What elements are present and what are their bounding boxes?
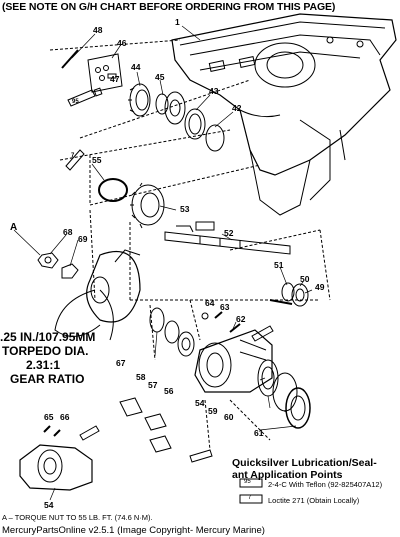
- part-43-cups: [184, 108, 206, 140]
- callout-65: 65: [44, 412, 54, 422]
- callout-62: 62: [236, 314, 246, 324]
- part-58-bearing: [164, 320, 195, 357]
- spec-line-2: TORPEDO DIA.: [2, 344, 89, 358]
- copyright-footer: MercuryPartsOnline v2.5.1 (Image Copyrig…: [2, 525, 265, 536]
- callout-57: 57: [148, 380, 158, 390]
- spec-line-3: 2.31:1: [26, 358, 61, 372]
- spec-line-1: .25 IN./107.95MM: [0, 330, 96, 344]
- part-55-oring: [65, 149, 128, 202]
- gear-housing: [171, 13, 397, 216]
- callout-47: 47: [110, 74, 120, 84]
- lube-mark-95: 95: [72, 99, 79, 105]
- lube-tube-3: [251, 325, 274, 342]
- callout-44: 44: [131, 62, 141, 72]
- lube-legend-icons: [239, 478, 263, 504]
- part-63-screw: [214, 311, 223, 319]
- callout-A: A: [10, 222, 18, 233]
- torque-note: A – TORQUE NUT TO 55 LB. FT. (74.6 N·M).: [2, 513, 153, 522]
- part-64-plug: [201, 312, 209, 320]
- lube-tube-2: [195, 221, 215, 231]
- callout-50: 50: [300, 274, 310, 284]
- part-53-gear: [130, 182, 165, 229]
- part-66-screw: [53, 429, 61, 437]
- legend-item-95: 2-4-C With Teflon (92-825407A12): [268, 480, 383, 489]
- clips-assembly: [119, 397, 172, 453]
- callout-46: 46: [117, 38, 127, 48]
- part-52-shaft: [164, 225, 291, 255]
- callout-45: 45: [155, 72, 165, 82]
- part-69-washer: [61, 263, 79, 279]
- callout-42: 42: [232, 103, 242, 113]
- spec-line-4: GEAR RATIO: [10, 372, 85, 386]
- lube-tube-4: [79, 425, 100, 441]
- callout-63: 63: [220, 302, 230, 312]
- assembly-lines: [49, 39, 331, 451]
- header-note: (SEE NOTE ON G/H CHART BEFORE ORDERING F…: [2, 1, 336, 13]
- part-49-washer: [269, 299, 293, 305]
- part-60-ring: [272, 372, 298, 412]
- callout-61: 61: [254, 428, 264, 438]
- part-46-kit: [87, 53, 123, 93]
- legend-code-95: 95: [244, 479, 251, 485]
- propeller: [54, 249, 141, 341]
- callout-51: 51: [274, 260, 284, 270]
- part-45-bearing: [155, 91, 186, 125]
- callout-54-lower: 54: [44, 500, 54, 510]
- callout-1: 1: [175, 17, 180, 27]
- callout-48: 48: [93, 25, 103, 35]
- callout-52: 52: [224, 228, 234, 238]
- legend-code-7: 7: [248, 495, 252, 501]
- callout-49: 49: [315, 282, 325, 292]
- part-65-screw: [43, 425, 51, 433]
- part-50-spring: [291, 283, 309, 307]
- lube-legend-title-2: ant Application Points: [232, 469, 343, 481]
- part-61-thrust-washer: [285, 387, 311, 429]
- part-54-anode-lower: [19, 444, 93, 491]
- lube-tube-5: [189, 449, 213, 463]
- callout-68: 68: [63, 227, 73, 237]
- part-44-gear: [128, 83, 151, 117]
- legend-item-7: Loctite 271 (Obtain Locally): [268, 496, 360, 505]
- lube-mark-7: 7: [71, 153, 75, 159]
- bearing-carrier: [194, 329, 273, 393]
- callout-58: 58: [136, 372, 146, 382]
- leader-lines: [13, 25, 313, 501]
- part-51-seal: [281, 282, 295, 302]
- callout-66: 66: [60, 412, 70, 422]
- part-48-pin: [61, 49, 79, 69]
- lube-tube: [67, 87, 103, 107]
- callout-56: 56: [164, 386, 174, 396]
- callout-43: 43: [209, 86, 219, 96]
- callout-60: 60: [224, 412, 234, 422]
- part-67-thrust-washer: [149, 307, 165, 333]
- callout-53: 53: [180, 204, 190, 214]
- callout-69: 69: [78, 234, 88, 244]
- part-62-screw: [229, 323, 241, 333]
- callout-54: 54: [195, 398, 205, 408]
- callout-55: 55: [92, 155, 102, 165]
- part-59-bearing: [257, 359, 279, 397]
- part-42-ring: [205, 124, 225, 152]
- part-68-nut: [37, 252, 59, 269]
- callout-64: 64: [205, 298, 215, 308]
- callout-67: 67: [116, 358, 126, 368]
- callout-59: 59: [208, 406, 218, 416]
- lube-legend-title-1: Quicksilver Lubrication/Seal-: [232, 457, 377, 469]
